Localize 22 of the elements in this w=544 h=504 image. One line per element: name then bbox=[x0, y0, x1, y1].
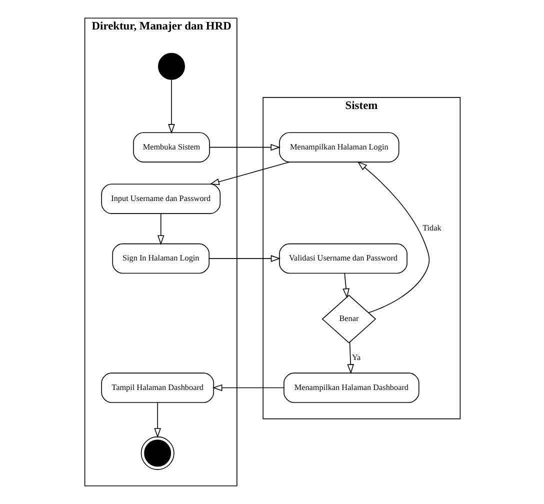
node-circle bbox=[140, 436, 174, 470]
node-diamond: Benar bbox=[321, 294, 376, 344]
arrow bbox=[346, 342, 354, 374]
node-box: Input Username dan Password bbox=[100, 184, 220, 214]
node-box: Tampil Halaman Dashboard bbox=[100, 372, 214, 403]
arrow bbox=[342, 272, 349, 298]
arrow bbox=[212, 384, 284, 392]
arrow bbox=[154, 402, 161, 438]
node-box: Menampilkan Halaman Login bbox=[278, 132, 399, 162]
arrow bbox=[208, 144, 280, 151]
arrow bbox=[156, 213, 164, 246]
edge-label: Ya bbox=[351, 352, 360, 362]
node-box: Menampilkan Halaman Dashboard bbox=[283, 372, 419, 403]
edge-label: Tidak bbox=[422, 224, 441, 233]
arrow bbox=[208, 255, 280, 262]
arrow bbox=[168, 79, 174, 134]
node-box: Membuka Sistem bbox=[132, 132, 210, 162]
node-circle bbox=[158, 52, 184, 80]
node-box: Validasi Username dan Password bbox=[278, 243, 407, 274]
arrow bbox=[356, 161, 430, 314]
node-box: Sign In Halaman Login bbox=[112, 243, 210, 274]
arrow bbox=[209, 162, 290, 186]
